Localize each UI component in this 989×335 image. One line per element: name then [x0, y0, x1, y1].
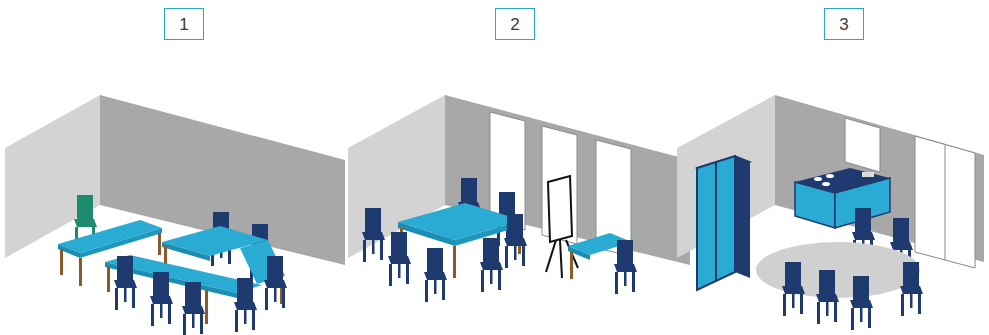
room-three — [677, 95, 984, 330]
number-box: 3 — [824, 8, 864, 40]
room-two — [348, 95, 690, 302]
number-box: 1 — [164, 8, 204, 40]
number-box: 2 — [495, 8, 535, 40]
room-one — [5, 95, 345, 335]
callout-number: 1 — [179, 16, 188, 33]
callout-number: 2 — [510, 16, 519, 33]
callout-number: 3 — [839, 16, 848, 33]
